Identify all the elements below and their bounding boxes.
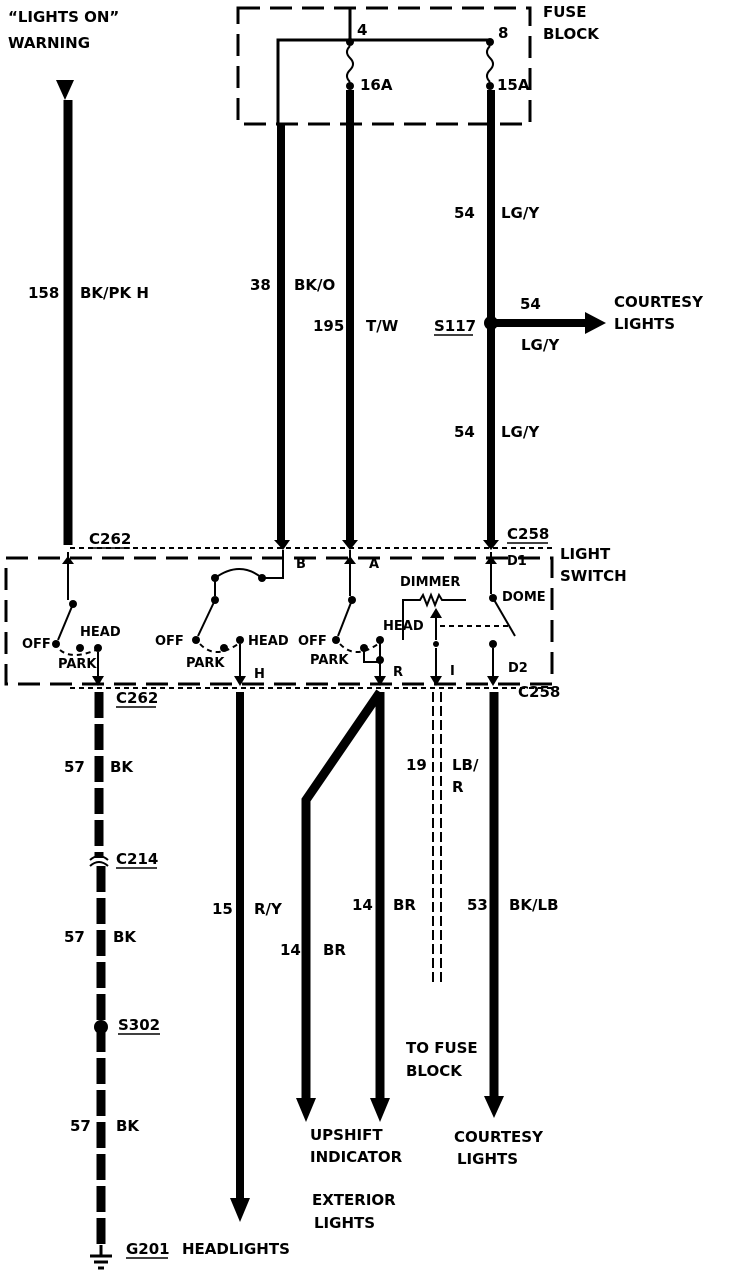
splice-s117: [484, 312, 606, 334]
wire-54-branch-number: 54: [520, 295, 541, 313]
dome-label: DOME: [502, 590, 546, 605]
warning-label-1: “LIGHTS ON”: [8, 8, 119, 26]
courtesy-lights-bottom-2: LIGHTS: [457, 1150, 518, 1168]
to-fuse-block-1: TO FUSE: [406, 1039, 478, 1057]
switch-2-head: HEAD: [248, 634, 289, 649]
wire-38: [274, 124, 290, 550]
pin-b: B: [296, 557, 306, 572]
headlights-label: HEADLIGHTS: [182, 1240, 290, 1258]
upshift-indicator-2: INDICATOR: [310, 1148, 403, 1166]
splice-s302-label: S302: [118, 1016, 160, 1034]
wire-57-c-color: BK: [116, 1117, 140, 1135]
wire-14-left-color: BR: [323, 941, 346, 959]
fuse-block-label-1: FUSE: [543, 3, 586, 21]
connector-c214: C214: [116, 850, 158, 868]
courtesy-lights-top-2: LIGHTS: [614, 315, 675, 333]
fuse-block: [236, 6, 532, 126]
wire-15-number: 15: [212, 900, 233, 918]
fuse-block-label-2: BLOCK: [543, 25, 600, 43]
light-switch: [4, 547, 554, 689]
courtesy-lights-bottom-1: COURTESY: [454, 1128, 544, 1146]
switch-1-park: PARK: [58, 657, 97, 672]
wire-57: [89, 692, 109, 1245]
light-switch-label-2: SWITCH: [560, 567, 627, 585]
switch-2-park: PARK: [186, 656, 225, 671]
wire-53: [484, 692, 504, 1118]
pin-a: A: [369, 557, 379, 572]
wire-158-color: BK/PK H: [80, 284, 149, 302]
splice-s117-label: S117: [434, 317, 476, 335]
wire-54-top-color: LG/Y: [501, 204, 540, 222]
pin-h: H: [254, 667, 265, 682]
wire-195-number: 195: [313, 317, 344, 335]
switch-3-off: OFF: [298, 634, 327, 649]
fuse-4-rating: 16A: [360, 76, 393, 94]
fuse-4: [346, 45, 354, 90]
wire-158-number: 158: [28, 284, 59, 302]
connector-c258-top: C258: [507, 525, 549, 543]
dimmer-rheostat: [402, 592, 466, 686]
pin-d2: D2: [508, 661, 528, 676]
fuse-8: [486, 45, 494, 90]
pin-i: I: [450, 664, 455, 679]
wire-57-a-color: BK: [110, 758, 134, 776]
switch-3-park: PARK: [310, 653, 349, 668]
wire-54-top-number: 54: [454, 204, 475, 222]
switch-2: [192, 550, 284, 686]
pin-r: R: [393, 665, 403, 680]
wire-158: [56, 80, 74, 545]
switch-2-off: OFF: [155, 634, 184, 649]
wire-15-color: R/Y: [254, 900, 283, 918]
light-switch-label-1: LIGHT: [560, 545, 611, 563]
wire-195: [342, 90, 358, 550]
wire-38-color: BK/O: [294, 276, 335, 294]
wire-57-b-color: BK: [113, 928, 137, 946]
wire-54-mid-color: LG/Y: [501, 423, 540, 441]
switch-1-head: HEAD: [80, 625, 121, 640]
fuse-4-number: 4: [357, 21, 367, 39]
wire-57-a-number: 57: [64, 758, 85, 776]
wire-15: [230, 692, 250, 1222]
connector-c262-bottom: C262: [116, 689, 158, 707]
wire-19-color-2: R: [452, 778, 464, 796]
fuse-8-rating: 15A: [497, 76, 530, 94]
wire-54-branch-color: LG/Y: [521, 336, 560, 354]
wire-54-mid-number: 54: [454, 423, 475, 441]
to-fuse-block-2: BLOCK: [406, 1062, 463, 1080]
switch-1-off: OFF: [22, 637, 51, 652]
wire-38-number: 38: [250, 276, 271, 294]
connector-c262-top: C262: [89, 530, 131, 548]
exterior-lights-2: LIGHTS: [314, 1214, 375, 1232]
wire-57-c-number: 57: [70, 1117, 91, 1135]
ground-g201: [90, 1245, 112, 1270]
wire-57-b-number: 57: [64, 928, 85, 946]
switch-1: [52, 552, 104, 686]
dimmer-label: DIMMER: [400, 575, 460, 590]
upshift-indicator-1: UPSHIFT: [310, 1126, 383, 1144]
wire-19-number: 19: [406, 756, 427, 774]
wire-195-color: T/W: [366, 317, 399, 335]
switch-3: [332, 550, 386, 686]
wire-53-number: 53: [467, 896, 488, 914]
wire-53-color: BK/LB: [509, 896, 559, 914]
fuse-8-number: 8: [498, 24, 508, 42]
pin-d1: D1: [507, 554, 527, 569]
wire-54: [483, 90, 499, 550]
wire-19: [432, 692, 442, 985]
wire-14-right-number: 14: [352, 896, 373, 914]
connector-c258-bottom: C258: [518, 683, 560, 701]
exterior-lights-1: EXTERIOR: [312, 1191, 396, 1209]
dome-switch: [440, 552, 516, 686]
courtesy-lights-top-1: COURTESY: [614, 293, 704, 311]
ground-g201-label: G201: [126, 1240, 170, 1258]
wire-14: [296, 689, 390, 1122]
wire-19-color: LB/: [452, 756, 479, 774]
wire-14-left-number: 14: [280, 941, 301, 959]
warning-label-2: WARNING: [8, 34, 90, 52]
wire-14-right-color: BR: [393, 896, 416, 914]
